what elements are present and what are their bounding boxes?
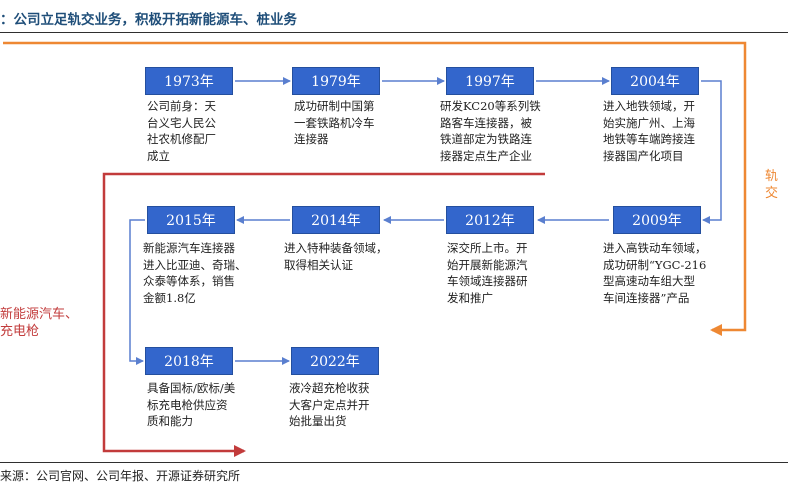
- milestone-text-1979: 成功研制中国第 一套铁路机冷车 连接器: [294, 99, 375, 146]
- milestone-text-2014: 进入特种装备领域， 取得相关认证: [284, 241, 388, 272]
- milestone-text-1997: 研发KC20等系列铁 路客车连接器，被 铁道部定为铁路连 接器定点生产企业: [440, 99, 541, 163]
- connector-2015-2018: [129, 219, 145, 365]
- year-box-2009: 2009年: [613, 206, 701, 234]
- milestone-text-1973: 公司前身：天 台义宅人民公 社农机修配厂 成立: [147, 99, 216, 163]
- year-box-2014: 2014年: [292, 206, 380, 234]
- year-box-2012: 2012年: [446, 206, 534, 234]
- title-divider: [0, 32, 788, 33]
- rail-label: 轨交: [765, 169, 779, 201]
- year-box-1979: 1979年: [292, 67, 380, 95]
- milestone-text-2012: 深交所上市。开 始开展新能源汽 车领域连接器研 发和推广: [447, 241, 528, 305]
- milestone-text-2004: 进入地铁领域，开 始实施广州、上海 地铁等车端跨接连 接器国产化项目: [603, 99, 695, 163]
- new-energy-bracket: [102, 172, 545, 457]
- rail-bracket: [3, 41, 747, 336]
- milestone-text-2018: 具备国标/欧标/美 标充电枪供应资 质和能力: [147, 381, 236, 428]
- year-box-2004: 2004年: [611, 67, 699, 95]
- milestone-text-2009: 进入高铁动车领域， 成功研制“YGC-216 型高速动车组大型 车间连接器”产品: [603, 241, 707, 305]
- connector-2004-2009: [701, 80, 722, 224]
- new-energy-label: 新能源汽车、 充电枪: [0, 307, 79, 339]
- figure-title: ：公司立足轨交业务，积极开拓新能源车、桩业务: [0, 12, 297, 28]
- year-box-2015: 2015年: [147, 206, 235, 234]
- milestone-text-2022: 液冷超充枪收获 大客户定点并开 始批量出货: [289, 381, 370, 428]
- milestone-text-2015: 新能源汽车连接器 进入比亚迪、奇瑞、 众泰等体系，销售 金额1.8亿: [143, 241, 247, 305]
- source-divider: [0, 462, 788, 463]
- year-box-2018: 2018年: [145, 347, 233, 375]
- year-box-1997: 1997年: [446, 67, 534, 95]
- source-note: 来源：公司官网、公司年报、开源证券研究所: [0, 469, 241, 483]
- year-box-2022: 2022年: [291, 347, 379, 375]
- year-box-1973: 1973年: [145, 67, 233, 95]
